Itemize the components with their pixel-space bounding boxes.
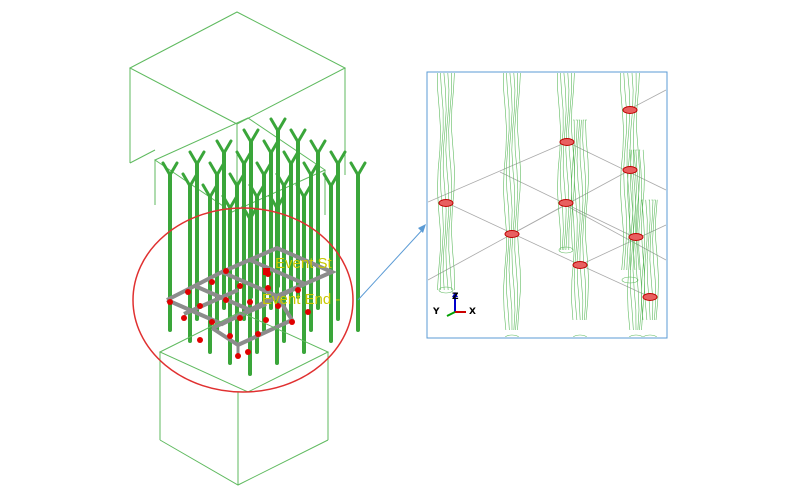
sensor-dot: [265, 285, 271, 291]
inset-sensor-ring: [622, 106, 638, 114]
pile: [322, 172, 340, 343]
sensor-dot: [227, 333, 233, 339]
inset-pile-tube: [437, 73, 455, 294]
inset-pile-tube: [627, 149, 645, 337]
highlight-circle: [132, 207, 354, 393]
sensor-dot: [209, 319, 215, 325]
sensor-dot: [235, 353, 241, 359]
pile: [215, 139, 233, 310]
inset-sensor-ring: [438, 199, 454, 207]
pile: [309, 139, 327, 310]
sensor-dot: [289, 319, 295, 325]
sensor-dot: [185, 289, 191, 295]
pile: [201, 183, 219, 354]
axis-x-label: X: [469, 307, 476, 317]
sensor-dot: [245, 349, 251, 355]
inset-pile-tube: [503, 73, 521, 337]
inset-pile-tube: [571, 119, 589, 337]
pile: [235, 150, 253, 321]
sensor-dot: [167, 299, 173, 305]
inset-sensor-ring: [642, 293, 658, 301]
pile: [262, 139, 280, 310]
inset-sensor-ring: [558, 199, 574, 207]
callout-arrow: [357, 227, 425, 301]
sensor-dot: [223, 268, 229, 274]
pile: [282, 150, 300, 321]
axis-y-label: Y: [432, 307, 440, 317]
sensor-dot: [237, 283, 243, 289]
inset-sensor-ring: [572, 261, 588, 269]
zoom-inset[interactable]: Z Y X: [426, 70, 668, 341]
axis-z-label: Z: [452, 292, 459, 302]
pile: [242, 128, 260, 299]
axis-triad: Z Y X: [432, 292, 476, 317]
sensor-dot: [197, 303, 203, 309]
sensor-dot: [305, 309, 311, 315]
pile: [188, 150, 206, 321]
sensor-dot: [247, 299, 253, 305]
lower-soil-box: [158, 311, 330, 486]
sensor-points: [167, 268, 311, 359]
pile: [329, 150, 347, 321]
pile: [302, 161, 320, 332]
zoom-inset-frame: [426, 71, 668, 339]
event-start-marker: [263, 268, 270, 275]
sensor-dot: [197, 337, 203, 343]
sensor-dot: [209, 279, 215, 285]
inset-sensor-ring: [628, 233, 644, 241]
inset-sensor-rings: [438, 106, 658, 301]
callout-arrowhead: [418, 224, 426, 233]
inset-pile-tube: [557, 73, 575, 254]
inset-piles: [437, 73, 659, 337]
sensor-dot: [255, 331, 261, 337]
sensor-dot: [275, 303, 281, 309]
sensor-dot: [223, 297, 229, 303]
pile: [208, 161, 226, 332]
sensor-dot: [295, 287, 301, 293]
event-start-label: Event St: [275, 255, 333, 272]
sensor-dot: [237, 315, 243, 321]
pile: [269, 117, 287, 288]
inset-sensor-ring: [622, 166, 638, 174]
sensor-dot: [263, 317, 269, 323]
inset-sensor-ring: [504, 230, 520, 238]
sensor-dot: [181, 315, 187, 321]
pile: [181, 172, 199, 343]
pile: [349, 161, 367, 332]
upper-soil-box: [128, 11, 347, 220]
inset-sensor-ring: [559, 138, 575, 146]
event-end-label: Event End -: [262, 291, 340, 308]
